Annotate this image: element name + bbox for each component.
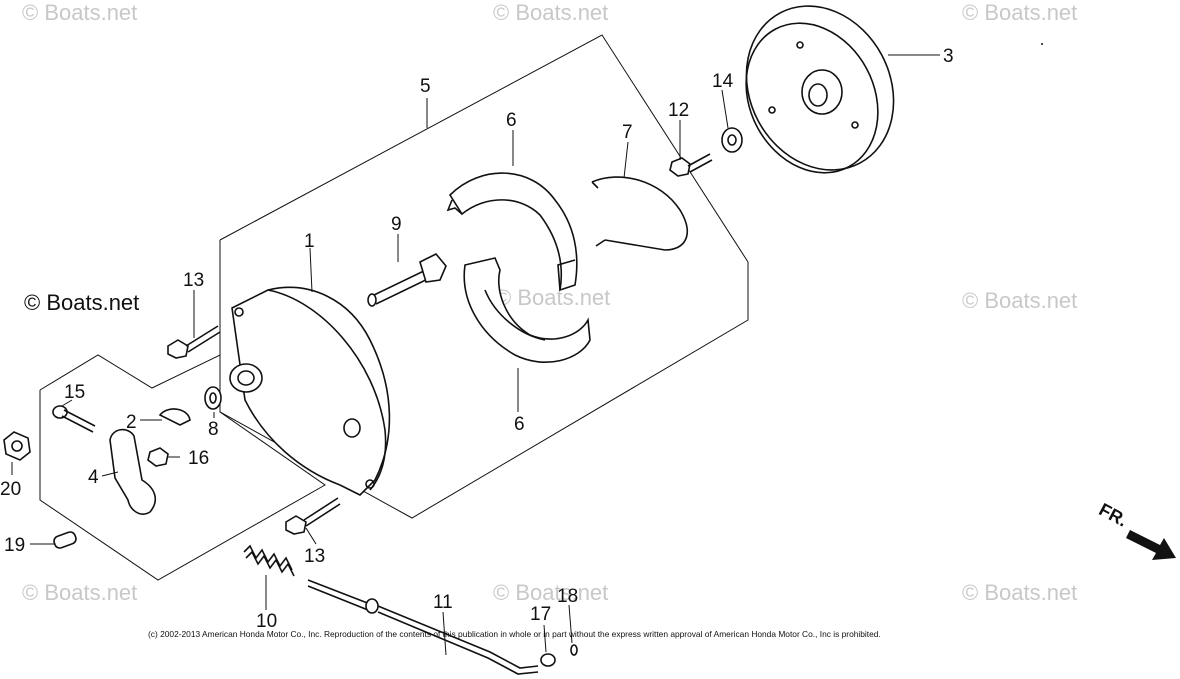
- callout-13-lower: 13: [304, 546, 325, 567]
- callout-7: 7: [622, 122, 633, 143]
- copyright-notice: (c) 2002-2013 American Honda Motor Co., …: [148, 629, 881, 639]
- speck: [1041, 43, 1043, 45]
- watermark: © Boats.net: [962, 580, 1077, 605]
- brake-cam-part-9: [367, 253, 447, 307]
- watermark: © Boats.net: [962, 288, 1077, 313]
- callout-11: 11: [433, 592, 453, 613]
- washer-part-14: [721, 127, 743, 153]
- brake-drum-part: [745, 5, 895, 174]
- fr-label: FR.: [1096, 499, 1131, 530]
- watermarks: © Boats.net © Boats.net © Boats.net © Bo…: [22, 0, 1077, 605]
- brake-shoe-part-6b: [463, 257, 591, 363]
- callout-8: 8: [208, 419, 219, 440]
- callout-4: 4: [88, 467, 99, 488]
- watermark: © Boats.net: [962, 0, 1077, 25]
- watermark: © Boats.net: [495, 285, 610, 310]
- callout-6-lower: 6: [514, 414, 525, 435]
- bolt-part-13a: [167, 325, 221, 359]
- callout-1: 1: [304, 231, 315, 252]
- watermark: © Boats.net: [493, 580, 608, 605]
- brake-panel-part-1: [229, 286, 391, 496]
- watermark: © Boats.net: [493, 0, 608, 25]
- callout-14: 14: [712, 71, 734, 92]
- indicator-plate-part-2: [158, 408, 191, 426]
- nut-part-16: [147, 447, 169, 467]
- fr-arrow-icon: [1126, 530, 1176, 560]
- watermark: © Boats.net: [22, 580, 137, 605]
- leader-lines: [11, 54, 940, 656]
- brake-rod-part-11: [307, 579, 539, 675]
- bolt-part-12: [669, 153, 713, 177]
- callout-9: 9: [391, 214, 402, 235]
- callouts: 1 2 3 4 5 6 6 7 8 9 10 11 12 13 13 14 15…: [0, 46, 954, 632]
- pin-part-18: [570, 644, 578, 656]
- bolt-part-15: [52, 405, 96, 433]
- washer-part-17: [540, 653, 556, 667]
- callout-16: 16: [188, 448, 209, 469]
- nut-part-20: [3, 431, 31, 461]
- brake-arm-part-4: [109, 428, 157, 515]
- assembly-bracket-4: [39, 354, 326, 581]
- callout-12: 12: [668, 100, 689, 121]
- bolt-part-13b: [285, 497, 341, 535]
- callout-17: 17: [530, 604, 551, 625]
- spring-part-10: [243, 544, 295, 577]
- watermark-logo: © Boats.net: [24, 290, 139, 315]
- callout-3: 3: [943, 46, 954, 67]
- spring-part-7: [591, 176, 689, 251]
- callout-13-upper: 13: [183, 270, 204, 291]
- front-direction-indicator: FR.: [1096, 499, 1176, 560]
- callout-15: 15: [64, 382, 85, 403]
- brake-shoe-part-6a: [446, 172, 578, 292]
- watermark: © Boats.net: [22, 0, 137, 25]
- callout-2: 2: [126, 412, 137, 433]
- pin-part-19: [53, 531, 77, 549]
- callout-10: 10: [256, 611, 277, 632]
- seal-part-8: [204, 386, 222, 410]
- callout-5: 5: [420, 76, 431, 97]
- callout-20: 20: [0, 479, 21, 500]
- callout-6-upper: 6: [506, 110, 517, 131]
- callout-19: 19: [4, 535, 25, 556]
- callout-18: 18: [557, 586, 578, 607]
